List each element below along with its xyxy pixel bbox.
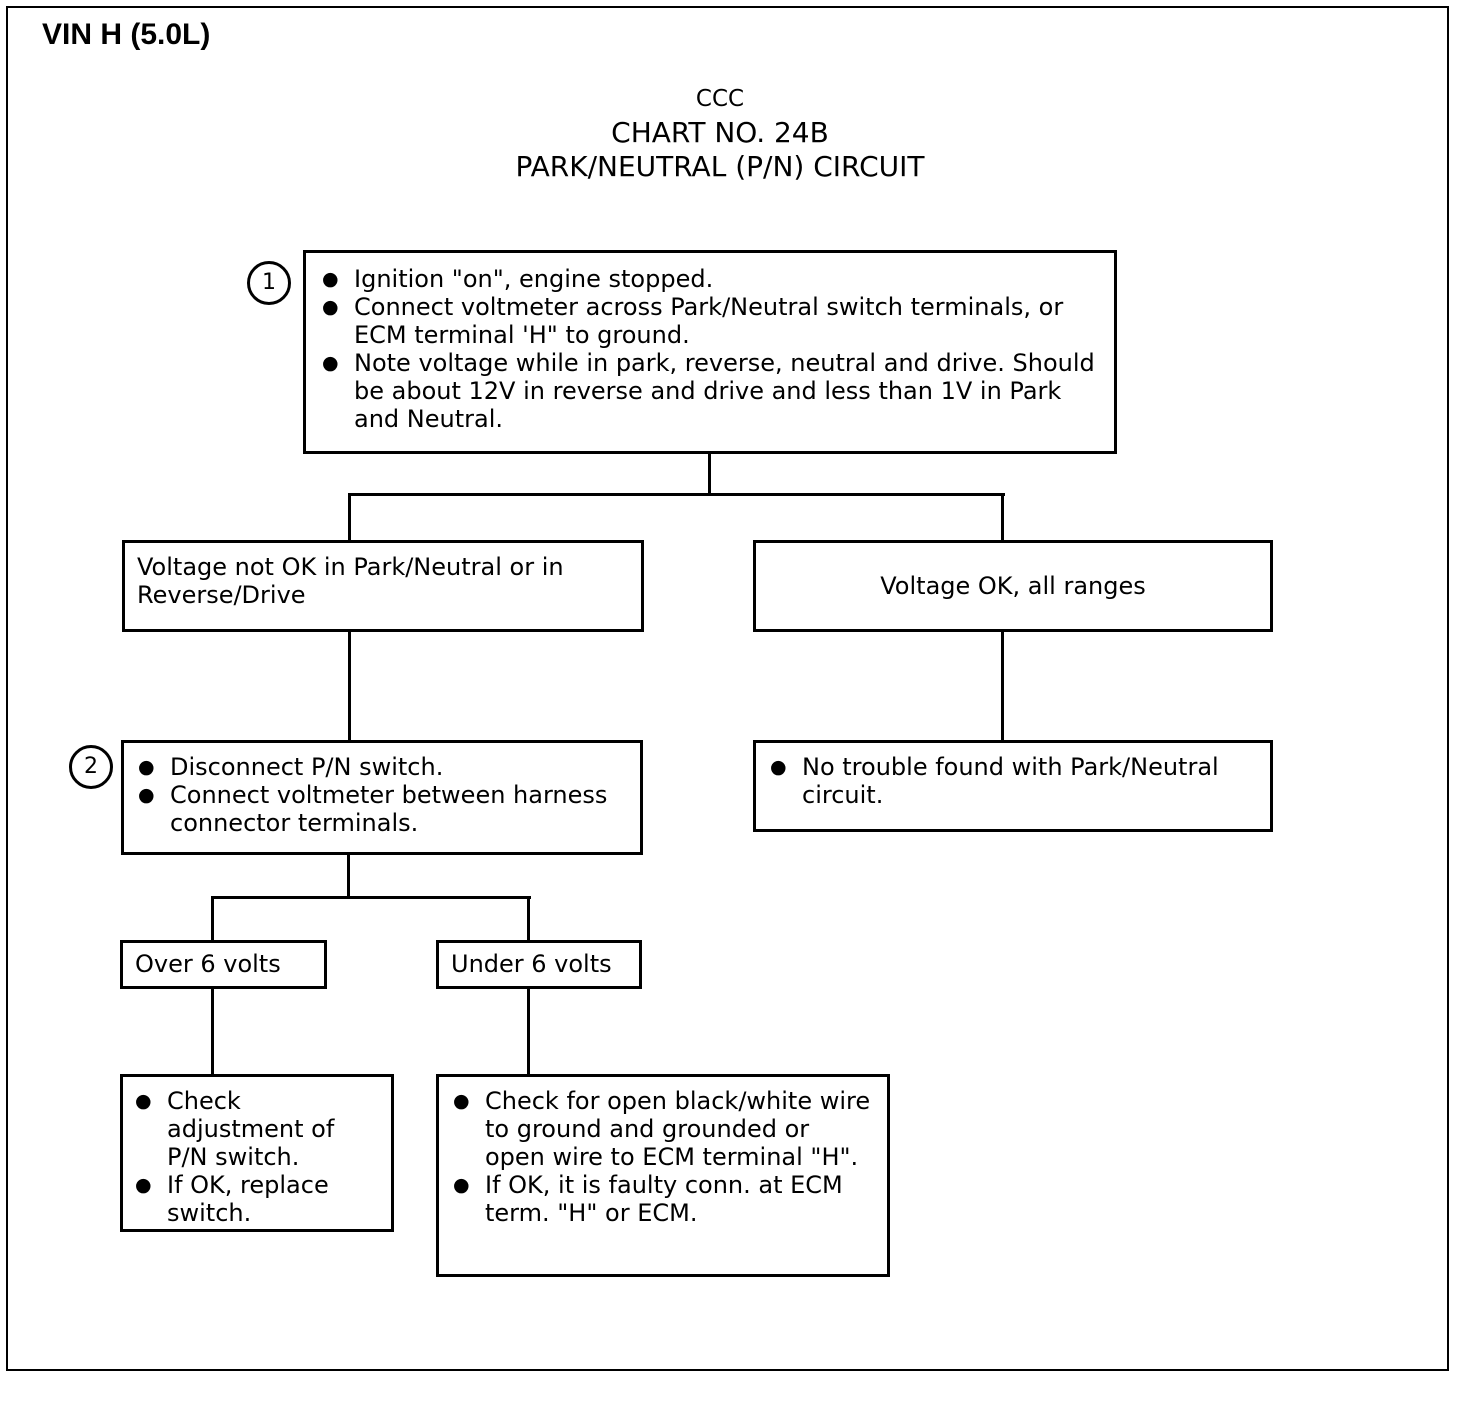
step-2-box: Disconnect P/N switch. Connect voltmeter… — [121, 740, 643, 855]
under-6-action-bullet: Check for open black/white wire to groun… — [453, 1087, 873, 1171]
connector-volts-horizontal — [211, 896, 531, 899]
step-1-bullet: Ignition "on", engine stopped. — [322, 265, 1098, 293]
connector-step2-down — [347, 853, 350, 899]
connector-to-over6 — [211, 896, 214, 942]
connector-to-ok — [1001, 493, 1004, 542]
chart-system: CCC — [695, 86, 745, 112]
over-6-action-bullet: Check adjustment of P/N switch. — [135, 1087, 379, 1171]
over-6-volts-box: Over 6 volts — [120, 940, 327, 989]
voltage-ok-text: Voltage OK, all ranges — [880, 572, 1146, 600]
over-6-action-box: Check adjustment of P/N switch. If OK, r… — [120, 1074, 394, 1232]
step-1-number-circle: 1 — [247, 261, 291, 305]
chart-number: CHART NO. 24B — [611, 116, 829, 149]
step-2-bullet: Connect voltmeter between harness connec… — [138, 781, 626, 837]
connector-not-ok-to-step2 — [348, 630, 351, 742]
connector-over6-to-action — [211, 986, 214, 1076]
chart-title: PARK/NEUTRAL (P/N) CIRCUIT — [515, 150, 925, 183]
step-1-bullet: Connect voltmeter across Park/Neutral sw… — [322, 293, 1098, 349]
under-6-action-box: Check for open black/white wire to groun… — [436, 1074, 890, 1277]
step-2-bullet: Disconnect P/N switch. — [138, 753, 626, 781]
voltage-not-ok-box: Voltage not OK in Park/Neutral or in Rev… — [122, 540, 644, 632]
voltage-ok-box: Voltage OK, all ranges — [753, 540, 1273, 632]
voltage-not-ok-text: Voltage not OK in Park/Neutral or in Rev… — [137, 553, 564, 609]
step-1-box: Ignition "on", engine stopped. Connect v… — [303, 250, 1117, 454]
connector-to-not-ok — [348, 493, 351, 542]
diagram-frame — [6, 6, 1449, 1371]
connector-under6-to-action — [527, 986, 530, 1076]
under-6-action-bullet: If OK, it is faulty conn. at ECM term. "… — [453, 1171, 873, 1227]
step-2-number-circle: 2 — [69, 745, 113, 789]
step-1-bullet: Note voltage while in park, reverse, neu… — [322, 349, 1098, 433]
connector-ok-to-result — [1001, 630, 1004, 742]
under-6-volts-text: Under 6 volts — [451, 950, 612, 978]
connector-branch-horizontal — [348, 493, 1005, 496]
over-6-volts-text: Over 6 volts — [135, 950, 281, 978]
over-6-action-bullet: If OK, replace switch. — [135, 1171, 379, 1227]
under-6-volts-box: Under 6 volts — [436, 940, 642, 989]
connector-to-under6 — [527, 896, 530, 942]
vin-label: VIN H (5.0L) — [42, 18, 211, 51]
no-trouble-box: No trouble found with Park/Neutral circu… — [753, 740, 1273, 832]
connector-step1-down — [708, 452, 711, 496]
no-trouble-bullet: No trouble found with Park/Neutral circu… — [770, 753, 1256, 809]
